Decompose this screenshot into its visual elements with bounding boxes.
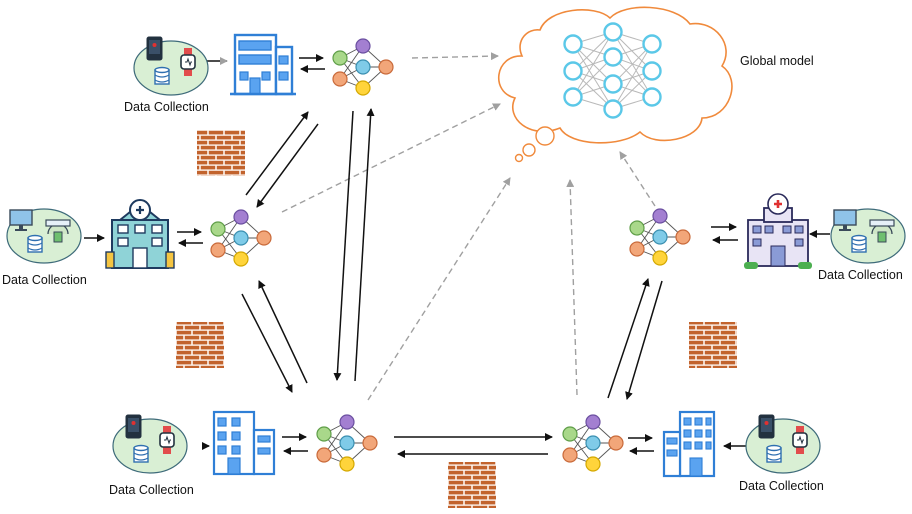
- firewall-middle-left-icon: [176, 322, 224, 368]
- global-neuron-icon: [642, 34, 662, 54]
- data-collection-devices-icon: [112, 414, 188, 474]
- local-model-network-icon: [210, 209, 272, 267]
- neuron-icon: [339, 456, 355, 472]
- global-neuron-icon: [642, 87, 662, 107]
- neuron-icon: [233, 230, 249, 246]
- neuron-icon: [355, 80, 371, 96]
- data-collection-label: Data Collection: [124, 100, 209, 114]
- local-model-network-icon: [562, 414, 624, 472]
- neuron-icon: [210, 242, 226, 258]
- hospital-building-icon: [105, 199, 175, 269]
- neuron-icon: [608, 435, 624, 451]
- neuron-icon: [355, 38, 371, 54]
- data-collection-label: Data Collection: [818, 268, 903, 282]
- upload-arrows: [281, 52, 656, 401]
- global-neuron-icon: [603, 74, 623, 94]
- neuron-icon: [562, 447, 578, 463]
- neuron-icon: [256, 230, 272, 246]
- data-collection-devices-icon: [745, 414, 821, 474]
- neuron-icon: [355, 59, 371, 75]
- global-neuron-icon: [563, 87, 583, 107]
- global-neuron-icon: [603, 22, 623, 42]
- global-neuron-icon: [603, 99, 623, 119]
- neuron-icon: [316, 426, 332, 442]
- firewall-right-icon: [689, 322, 737, 368]
- neuron-icon: [652, 250, 668, 266]
- neuron-icon: [629, 220, 645, 236]
- global-neuron-icon: [563, 61, 583, 81]
- local-model-network-icon: [332, 38, 394, 96]
- office-building-icon: [662, 410, 716, 478]
- neuron-icon: [210, 221, 226, 237]
- data-collection-label: Data Collection: [739, 479, 824, 493]
- neuron-icon: [585, 435, 601, 451]
- global-model-cloud: [498, 6, 733, 163]
- neuron-icon: [233, 251, 249, 267]
- neuron-icon: [332, 71, 348, 87]
- neuron-icon: [316, 447, 332, 463]
- global-model-label: Global model: [740, 54, 814, 68]
- data-collection-label: Data Collection: [2, 273, 87, 287]
- data-collection-devices-icon: [133, 36, 209, 96]
- neuron-icon: [585, 414, 601, 430]
- neuron-icon: [585, 456, 601, 472]
- global-neuron-icon: [642, 61, 662, 81]
- office-building-icon: [230, 33, 296, 96]
- neuron-icon: [362, 435, 378, 451]
- neuron-icon: [652, 208, 668, 224]
- neuron-icon: [652, 229, 668, 245]
- neuron-icon: [562, 426, 578, 442]
- neuron-icon: [233, 209, 249, 225]
- data-collection-devices-icon: [830, 208, 906, 264]
- neuron-icon: [332, 50, 348, 66]
- global-neuron-icon: [603, 47, 623, 67]
- neuron-icon: [629, 241, 645, 257]
- global-neuron-icon: [563, 34, 583, 54]
- office-building-icon: [212, 410, 276, 476]
- hospital-building-icon: [744, 193, 812, 269]
- local-model-network-icon: [316, 414, 378, 472]
- exchange-arrows: [84, 54, 830, 458]
- neuron-icon: [675, 229, 691, 245]
- neuron-icon: [339, 414, 355, 430]
- firewall-top-left-icon: [197, 130, 245, 176]
- data-collection-label: Data Collection: [109, 483, 194, 497]
- data-collection-devices-icon: [6, 208, 82, 264]
- local-model-network-icon: [629, 208, 691, 266]
- local-models: [210, 38, 691, 472]
- neuron-icon: [378, 59, 394, 75]
- global-neural-network-icon: [563, 22, 662, 119]
- data-collection-groups: [6, 36, 906, 474]
- neuron-icon: [339, 435, 355, 451]
- firewall-bottom-icon: [448, 462, 496, 508]
